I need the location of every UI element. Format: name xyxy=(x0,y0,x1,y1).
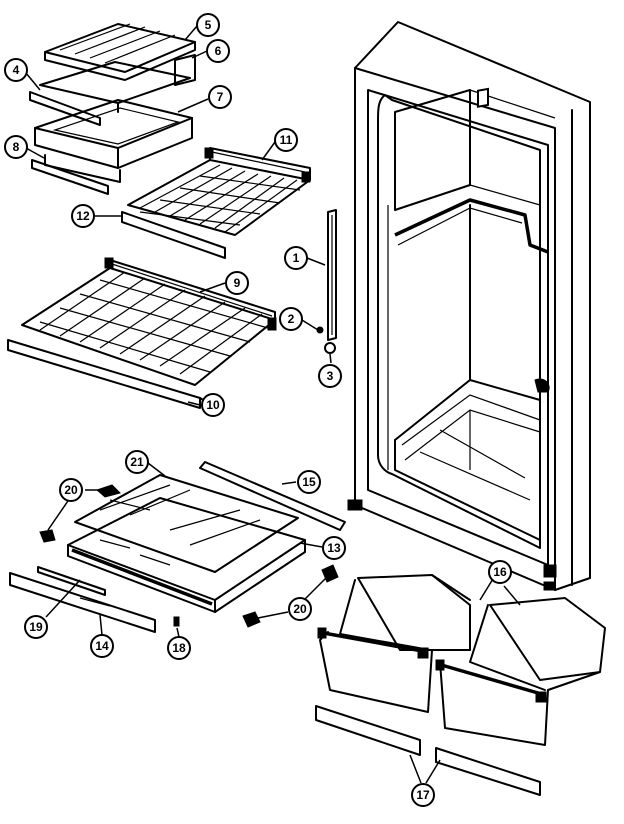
callout-16: 16 xyxy=(488,560,512,584)
callout-5: 5 xyxy=(196,13,220,37)
callout-4: 4 xyxy=(4,58,28,82)
callout-5-label: 5 xyxy=(205,18,212,32)
callout-19-label: 19 xyxy=(29,620,43,634)
wire-shelf-11 xyxy=(127,147,311,236)
callout-10-label: 10 xyxy=(206,398,220,412)
callout-15: 15 xyxy=(297,470,321,494)
callout-18: 18 xyxy=(167,636,191,660)
callout-20-lower: 20 xyxy=(288,597,312,621)
crisper-drawer-right xyxy=(435,597,606,746)
callout-12-label: 12 xyxy=(76,209,90,223)
callout-18-label: 18 xyxy=(172,641,186,655)
callout-2: 2 xyxy=(279,307,303,331)
freezer-shelf-assembly xyxy=(29,23,196,195)
callout-19: 19 xyxy=(24,615,48,639)
shelf-trim-10 xyxy=(7,339,211,409)
crisper-cover-assembly xyxy=(9,461,346,633)
shelf-support-rail xyxy=(316,209,337,354)
callout-7: 7 xyxy=(208,85,232,109)
leader-lines xyxy=(25,25,521,784)
callout-3-label: 3 xyxy=(327,369,334,383)
refrigerator-cabinet xyxy=(347,21,591,591)
callout-1: 1 xyxy=(284,246,308,270)
callout-11: 11 xyxy=(274,128,298,152)
callout-14-label: 14 xyxy=(95,639,109,653)
callout-10: 10 xyxy=(201,393,225,417)
crisper-drawer-left xyxy=(317,574,471,713)
callout-3: 3 xyxy=(318,364,342,388)
callout-9: 9 xyxy=(225,271,249,295)
callout-7-label: 7 xyxy=(217,90,224,104)
callout-13: 13 xyxy=(322,536,346,560)
callout-4-label: 4 xyxy=(13,63,20,77)
callout-6-label: 6 xyxy=(215,44,222,58)
drawer-trim-17 xyxy=(315,705,541,796)
callout-13-label: 13 xyxy=(327,541,341,555)
callout-20-upper-label: 20 xyxy=(64,483,78,497)
callout-2-label: 2 xyxy=(288,312,295,326)
callout-15-label: 15 xyxy=(302,475,316,489)
callout-1-label: 1 xyxy=(293,251,300,265)
callout-20-lower-label: 20 xyxy=(293,602,307,616)
callout-12: 12 xyxy=(71,204,95,228)
callout-14: 14 xyxy=(90,634,114,658)
callout-11-label: 11 xyxy=(280,133,293,147)
callout-9-label: 9 xyxy=(234,276,241,290)
callout-8: 8 xyxy=(4,135,28,159)
wire-shelf-9 xyxy=(21,257,277,386)
callout-17-label: 17 xyxy=(416,788,430,802)
callout-20-upper: 20 xyxy=(59,478,83,502)
callout-21-label: 21 xyxy=(130,455,144,469)
callout-16-label: 16 xyxy=(493,565,507,579)
callout-17: 17 xyxy=(411,783,435,807)
callout-6: 6 xyxy=(206,39,230,63)
shelf-trim-12 xyxy=(121,211,226,259)
callout-21: 21 xyxy=(125,450,149,474)
callout-8-label: 8 xyxy=(13,140,20,154)
